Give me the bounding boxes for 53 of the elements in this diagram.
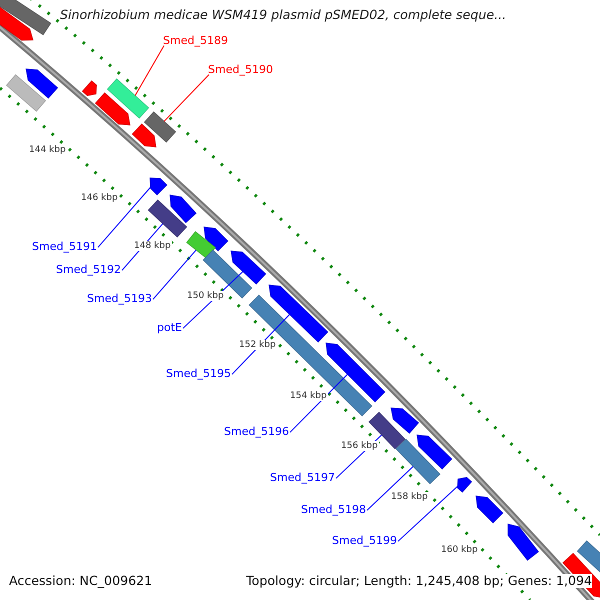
gene-feature: [148, 199, 188, 238]
leader-line: [366, 466, 414, 511]
scale-label: 152 kbp: [238, 340, 277, 350]
gene-feature: [457, 477, 472, 493]
leader-line: [98, 186, 151, 248]
gene-label: Smed_5196: [224, 426, 289, 439]
gene-feature: [396, 438, 440, 484]
gene-feature: [326, 342, 386, 402]
gene-feature: [82, 80, 97, 96]
gene-feature: [94, 92, 130, 126]
gene-feature: [476, 496, 504, 524]
gene-feature: [170, 194, 197, 224]
gene-feature: [186, 231, 216, 259]
gene-feature: [106, 78, 150, 119]
gene-label: Smed_5192: [56, 264, 121, 277]
leader-line: [134, 45, 164, 96]
gene-label: Smed_5189: [163, 35, 228, 48]
gene-label: Smed_5193: [87, 293, 152, 306]
gene-feature: [0, 0, 52, 36]
scale-label: 144 kbp: [28, 145, 67, 156]
leader-line: [164, 74, 210, 122]
scale-label: 156 kbp: [340, 441, 379, 452]
gene-label: Smed_5195: [166, 368, 231, 381]
gene-label: Smed_5191: [32, 241, 97, 254]
gene-feature: [150, 178, 168, 196]
leader-line: [152, 250, 197, 300]
leader-line: [398, 486, 458, 542]
accession-text: Accession: NC_009621: [9, 574, 152, 588]
gene-feature: [202, 250, 252, 298]
scale-label: 154 kbp: [289, 391, 328, 402]
gene-label: Smed_5197: [270, 472, 335, 485]
gene-label: Smed_5190: [208, 64, 273, 77]
gene-label: Smed_5198: [301, 504, 366, 517]
gene-feature: [416, 434, 452, 470]
gene-feature: [144, 111, 176, 143]
gene-feature: [576, 540, 600, 573]
gene-feature: [6, 74, 46, 112]
gene-feature: [132, 124, 156, 148]
scale-label: 148 kbp: [133, 241, 172, 252]
gene-feature: [204, 226, 228, 252]
scale-label: 150 kbp: [186, 291, 225, 302]
summary-text: Topology: circular; Length: 1,245,408 bp; Genes: 1,094: [246, 574, 592, 588]
scale-label: 160 kbp: [440, 545, 479, 556]
gene-feature: [390, 408, 420, 434]
leader-line: [290, 374, 348, 433]
scale-label: 158 kbp: [390, 492, 429, 502]
gene-feature: [230, 250, 266, 285]
gene-feature: [26, 68, 58, 99]
gene-feature: [508, 524, 539, 561]
gene-label: potE: [157, 322, 182, 335]
scale-label: 146 kbp: [80, 193, 119, 204]
gene-label: Smed_5199: [332, 535, 397, 548]
map-title: Sinorhizobium medicae WSM419 plasmid pSMED02, complete seque...: [60, 8, 506, 22]
